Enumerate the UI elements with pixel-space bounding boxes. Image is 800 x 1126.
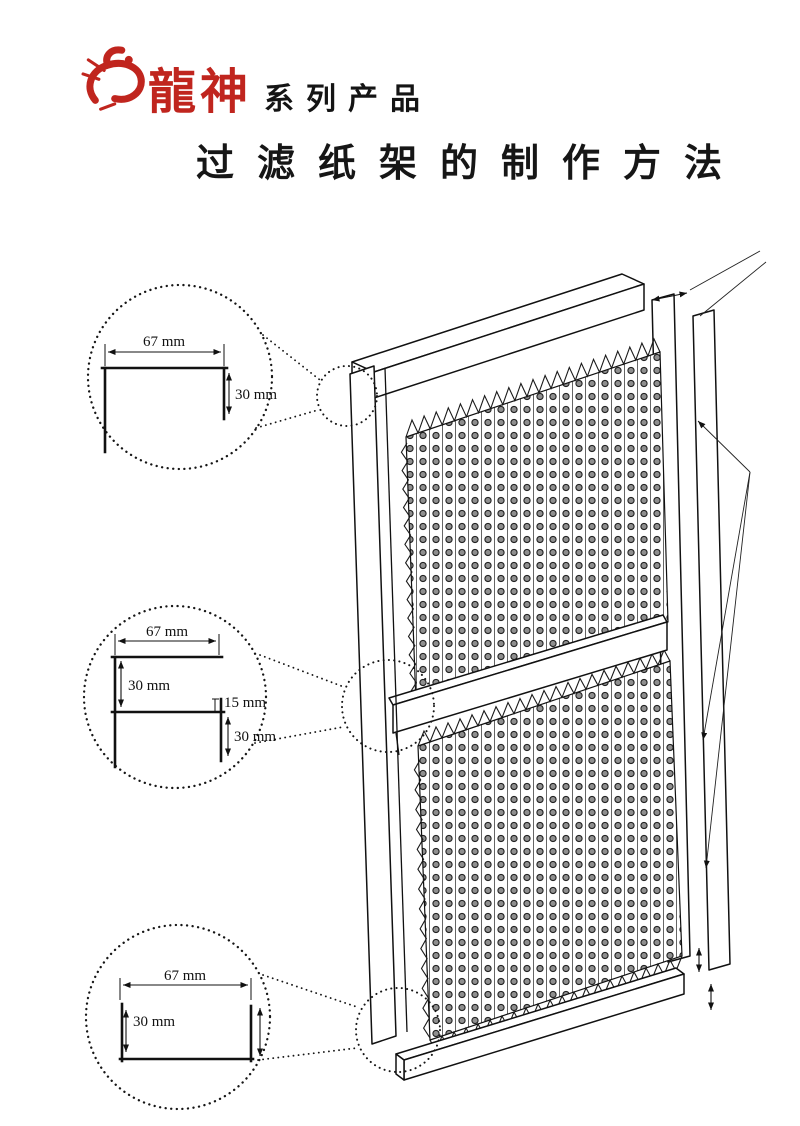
joint-marker-top (316, 365, 378, 427)
left-post (349, 365, 408, 1045)
bar-arrow-2 (701, 471, 751, 741)
dragon-logo-icon (81, 46, 145, 111)
dim-bottom-width: 67 mm (164, 968, 206, 984)
bar-arrow-3 (703, 471, 751, 869)
dim-top-depth: 30 mm (235, 387, 277, 403)
bottom-beam-left-end (395, 1053, 405, 1081)
pleat-folds-upper-left (400, 442, 418, 702)
detail-bottom-channel: 67 mm 30 mm (84, 923, 272, 1111)
dim-middle-lip: 15 mm (224, 695, 266, 711)
brand-name: 龍神 (148, 66, 253, 119)
detail-circle-top (86, 283, 274, 471)
joint-marker-bottom (355, 987, 441, 1073)
left-post-edge (384, 367, 408, 1033)
callout-markers (316, 365, 441, 1073)
dim-middle-upper: 30 mm (128, 678, 170, 694)
top-leader-1 (689, 250, 761, 291)
top-gap-arrow (651, 291, 688, 302)
dim-top-width: 67 mm (143, 334, 185, 350)
dim-middle-lower: 30 mm (234, 729, 276, 745)
right-flat-bar (692, 309, 731, 971)
detail-top-channel: 67 mm 30 mm (86, 283, 277, 471)
detail-circle-middle (82, 604, 268, 790)
middle-cross-bar (388, 614, 668, 756)
callout-leaders (254, 334, 358, 1061)
detail-middle-channel: 67 mm 30 mm 15 mm 30 mm (82, 604, 276, 790)
pleat-tips-upper-top (405, 337, 661, 438)
filter-media-upper-panel (400, 337, 669, 704)
detail-circle-bottom (84, 923, 272, 1111)
joint-marker-middle (341, 659, 435, 753)
bar-arrow-1 (697, 420, 751, 473)
page-title: 过滤纸架的制作方法 (196, 143, 746, 185)
pleat-folds-lower-left (413, 759, 431, 1039)
bottom-beam (395, 967, 685, 1081)
filter-media-lower-panel (413, 648, 683, 1053)
brand-series-label: 系列产品 (264, 83, 432, 116)
dim-middle-width: 67 mm (146, 624, 188, 640)
dimension-arrows (651, 250, 767, 1010)
top-leader-2 (699, 261, 767, 317)
dim-bottom-depth: 30 mm (133, 1014, 175, 1030)
